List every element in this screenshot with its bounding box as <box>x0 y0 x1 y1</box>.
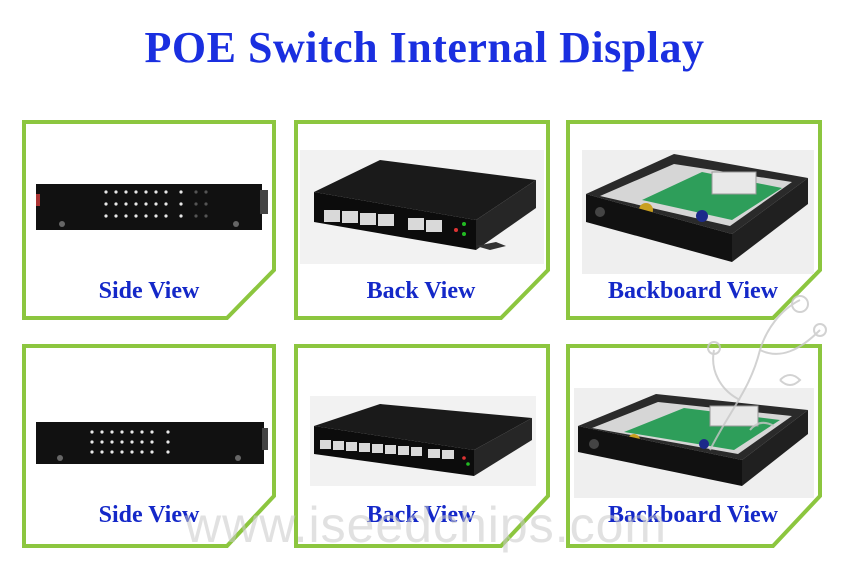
card-label: Back View <box>366 502 476 528</box>
backboard-view-image <box>582 150 814 274</box>
card-side-view-1: Side View <box>22 120 276 320</box>
side-view-image <box>36 184 268 230</box>
card-frame <box>294 344 550 548</box>
card-frame <box>566 344 822 548</box>
card-frame <box>294 120 550 320</box>
back-view-image <box>300 150 544 264</box>
card-frame <box>22 120 276 320</box>
watermark: www.iseedchips.com <box>185 497 668 553</box>
card-frame <box>22 344 276 548</box>
card-frame <box>566 120 822 320</box>
card-label: Backboard View <box>607 502 778 528</box>
backboard-view-image <box>574 388 814 498</box>
back-view-image <box>310 396 536 486</box>
card-label: Backboard View <box>607 278 778 304</box>
card-label: Side View <box>98 278 200 304</box>
card-backboard-view-2: Backboard View <box>566 344 822 548</box>
card-backboard-view-1: Backboard View <box>566 120 822 320</box>
floral-watermark-icon <box>707 295 827 451</box>
card-side-view-2: Side View <box>22 344 276 548</box>
card-label: Side View <box>98 502 200 528</box>
page-title: POE Switch Internal Display <box>144 23 705 72</box>
card-back-view-1: Back View <box>294 120 550 320</box>
card-label: Back View <box>366 278 476 304</box>
card-back-view-2: Back View <box>294 344 550 548</box>
side-view-image <box>36 422 268 464</box>
